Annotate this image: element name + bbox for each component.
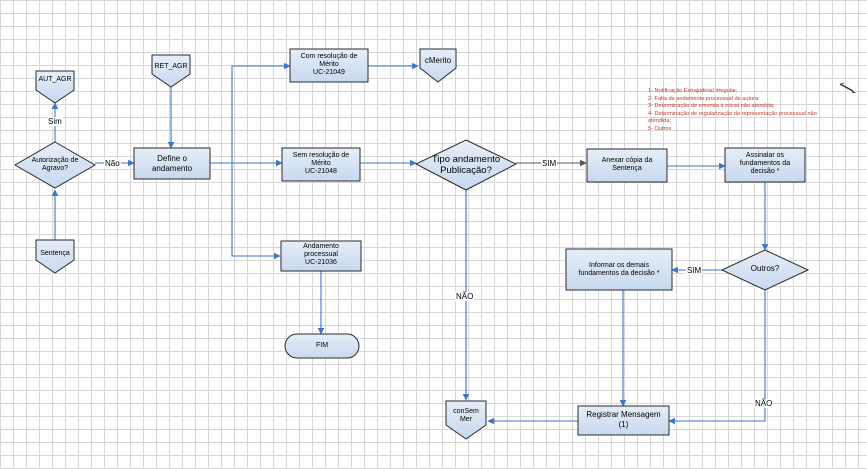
anexar-label: Anexar cópia da Sentença — [601, 157, 653, 172]
anexar-box[interactable] — [586, 148, 668, 183]
connectors — [51, 62, 769, 425]
note-line: 2- Falta de andamento processual da auto… — [648, 95, 760, 102]
edge-define-andamento — [231, 163, 281, 260]
fim-label: FIM — [315, 342, 329, 349]
registrar-box[interactable] — [577, 405, 670, 436]
tipo-andamento-label: Tipo andamento Publicação? — [431, 154, 501, 176]
shapes — [13, 48, 810, 440]
edge-label-nao-down: NÃO — [455, 292, 475, 301]
reasons-note: 1- Notificação Extrajudicial irregular; … — [648, 88, 848, 134]
note-line: 3- Determinação de emenda à inicial não … — [648, 103, 775, 110]
assinalar-box[interactable] — [724, 147, 806, 183]
registrar-label: Registrar Mensagem (1) — [586, 410, 661, 429]
com-resolucao-box[interactable] — [289, 48, 369, 83]
autorizacao-diamond[interactable] — [13, 141, 97, 189]
tipo-andamento-diamond[interactable] — [414, 139, 518, 191]
andamento-label: Andamento processual UC-21036 — [303, 243, 339, 266]
note-line: 1- Notificação Extrajudicial irregular; — [648, 88, 738, 94]
com-resolucao-label: Com resolução de Mérito UC-21049 — [300, 53, 358, 76]
assinalar-label: Assinalar os fundamentos da decisão * — [739, 152, 791, 175]
define-box[interactable] — [133, 147, 211, 180]
cmerito-shape[interactable] — [419, 48, 457, 83]
edge-define-com-resolucao — [231, 62, 291, 163]
define-label: Define o andamento — [151, 154, 193, 173]
edge-outros-registrar — [668, 290, 766, 425]
edge-label-nao-right: Não — [104, 159, 121, 168]
sentenca-shape[interactable] — [35, 239, 75, 274]
outros-label: Outros? — [750, 264, 780, 273]
con-sem-mer-shape[interactable] — [445, 400, 487, 440]
note-line: 4- Determinação de regularização da repr… — [648, 110, 817, 117]
sentenca-label: Sentença — [40, 250, 70, 257]
edge-label-sim-up: Sim — [47, 117, 63, 126]
informar-box[interactable] — [565, 248, 673, 291]
edge-label-sim-anexar: SIM — [541, 159, 558, 168]
outros-diamond[interactable] — [720, 249, 810, 291]
ret-agr-shape[interactable] — [151, 54, 191, 88]
fim-terminator[interactable] — [284, 333, 360, 359]
con-sem-mer-label: conSem Mer — [453, 408, 479, 423]
sem-resolucao-label: Sem resolução de Mérito UC-21048 — [292, 152, 350, 175]
edge-label-sim-informar: SIM — [686, 266, 703, 275]
pen-icon[interactable] — [838, 80, 858, 101]
andamento-box[interactable] — [280, 240, 362, 272]
sem-resolucao-box[interactable] — [281, 147, 361, 182]
aut-agr-shape[interactable] — [35, 70, 75, 104]
note-line: atendida; — [648, 118, 672, 125]
edge-label-nao-registrar: NÃO — [754, 399, 774, 408]
autorizacao-label: Autorização de Agravo? — [31, 157, 79, 172]
ret-agr-label: RET_AGR — [154, 63, 188, 70]
aut-agr-label: AUT_AGR — [38, 76, 72, 83]
cmerito-label: cMerito — [424, 56, 452, 65]
note-line: 5- Outros — [648, 125, 672, 132]
informar-label: Informar os demais fundamentos da decisã… — [578, 262, 660, 277]
